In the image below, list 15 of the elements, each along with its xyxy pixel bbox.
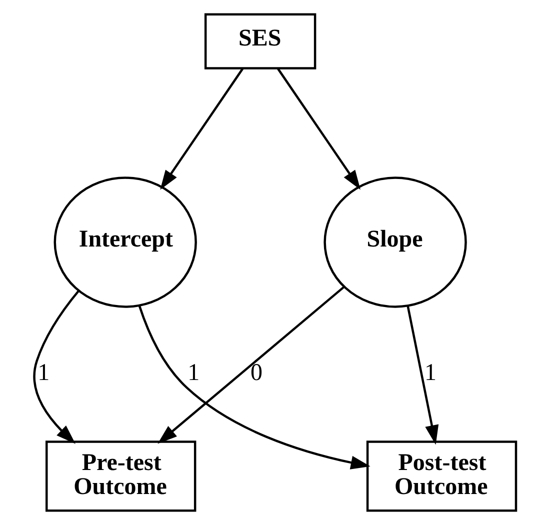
arrow: [160, 68, 244, 190]
arrow: [157, 286, 344, 444]
edge-label: 1: [37, 360, 50, 386]
node-box: Post-test Outcome: [366, 440, 517, 512]
node-circle: Slope: [323, 176, 466, 308]
edge-label: 1: [424, 360, 436, 386]
arrow: [276, 68, 360, 190]
arrow: [406, 306, 438, 445]
node-box: Pre-test Outcome: [45, 440, 196, 512]
node-box: SES: [204, 13, 316, 70]
edge-label: 0: [250, 360, 262, 386]
arrow: [138, 306, 370, 470]
edge-label: 1: [187, 360, 200, 386]
arrow: [32, 290, 80, 444]
node-circle: Intercept: [53, 176, 196, 308]
